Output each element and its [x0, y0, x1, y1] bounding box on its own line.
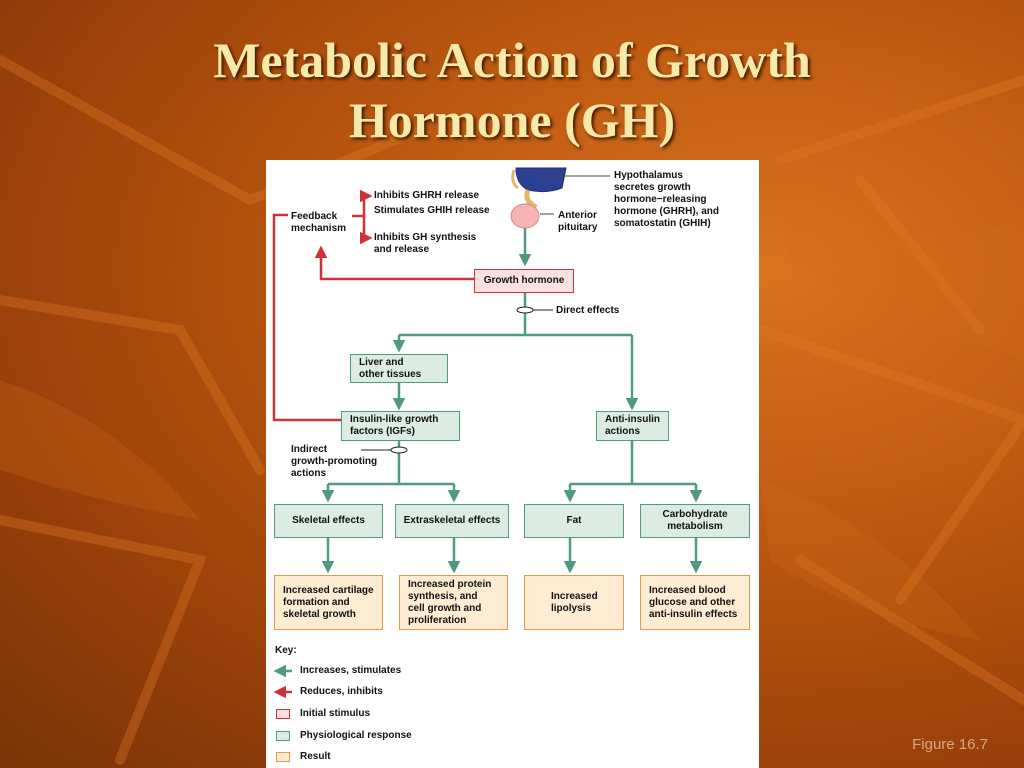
hypothalamus-shape	[515, 167, 567, 193]
pituitary-shape	[510, 203, 540, 229]
key-reduces-label: Reduces, inhibits	[300, 686, 383, 697]
brain-tissue	[511, 169, 519, 190]
key-result-label: Result	[300, 751, 331, 762]
result-cartilage-box: Increased cartilage formation and skelet…	[274, 575, 383, 630]
igfs-box: Insulin-like growth factors (IGFs)	[341, 411, 460, 441]
anti-insulin-box: Anti-insulin actions	[596, 411, 669, 441]
key-increases-label: Increases, stimulates	[300, 665, 402, 676]
indirect-actions-label: Indirect growth-promoting actions	[291, 444, 378, 479]
stimulates-ghih-label: Stimulates GHIH release	[374, 205, 490, 216]
direct-effects-label: Direct effects	[556, 305, 620, 316]
slide-title: Metabolic Action of Growth Hormone (GH)	[0, 30, 1024, 150]
pituitary-stalk	[524, 189, 538, 214]
result-glucose-box: Increased blood glucose and other anti-i…	[640, 575, 750, 630]
diagram-connectors	[272, 167, 703, 699]
diagram-panel: Hypothalamus secretes growth hormone−rel…	[266, 160, 759, 768]
title-line-1: Metabolic Action of Growth	[213, 32, 811, 88]
extraskeletal-effects-box: Extraskeletal effects	[395, 504, 509, 538]
inhibits-gh-label: Inhibits GH synthesis and release	[374, 232, 477, 255]
growth-hormone-box: Growth hormone	[474, 269, 574, 293]
key-physiological-label: Physiological response	[300, 730, 412, 741]
result-protein-box: Increased protein synthesis, and cell gr…	[399, 575, 508, 630]
inhibits-ghrh-label: Inhibits GHRH release	[374, 190, 480, 201]
key-initial-swatch	[276, 709, 290, 719]
result-lipolysis-box: Increased lipolysis	[524, 575, 624, 630]
skeletal-effects-box: Skeletal effects	[274, 504, 383, 538]
hypothalamus-label: Hypothalamus secretes growth hormone−rel…	[614, 170, 719, 229]
key-physiological-swatch	[276, 731, 290, 741]
key-initial-label: Initial stimulus	[300, 708, 371, 719]
anterior-pituitary-label: Anterior pituitary	[558, 210, 598, 233]
key-result-swatch	[276, 752, 290, 762]
fat-box: Fat	[524, 504, 624, 538]
feedback-mechanism-label: Feedback mechanism	[291, 211, 347, 234]
title-line-2: Hormone (GH)	[348, 92, 676, 148]
figure-label: Figure 16.7	[912, 736, 988, 753]
key-title: Key:	[275, 645, 297, 656]
carbohydrate-metabolism-box: Carbohydrate metabolism	[640, 504, 750, 538]
liver-box: Liver and other tissues	[350, 354, 448, 383]
